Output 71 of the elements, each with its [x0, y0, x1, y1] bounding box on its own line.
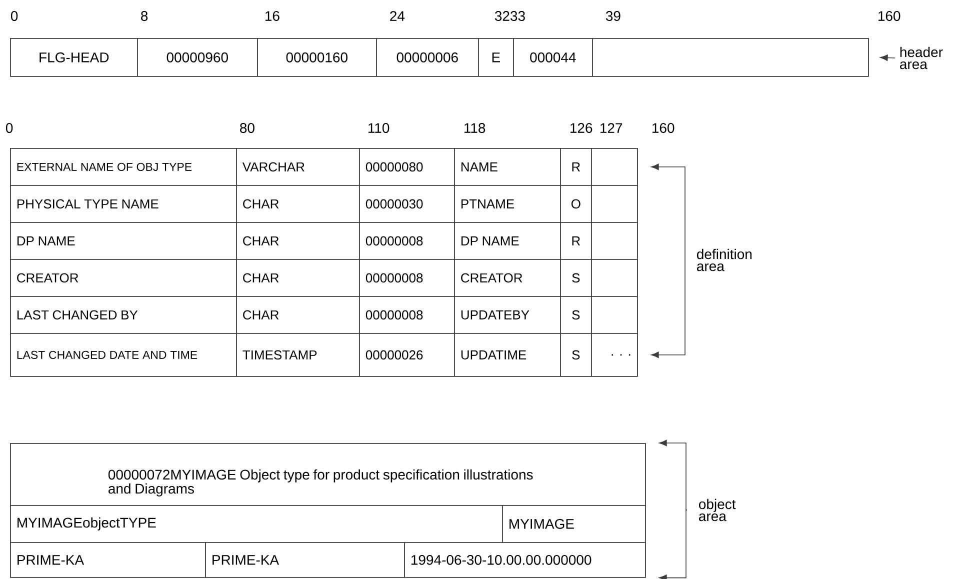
offset-label: 8 [141, 11, 148, 21]
table-cell: CREATOR [454, 259, 561, 297]
table-cell: S [560, 333, 592, 377]
offset-label: 0 [10, 11, 18, 21]
table-cell: 000044 [513, 38, 593, 77]
table-cell: DP NAME [454, 222, 561, 260]
empty-cell [592, 38, 869, 77]
table-cell: PHYSICAL TYPE NAME [10, 185, 237, 223]
offset-label: 3233 [494, 11, 525, 21]
empty-cell [591, 296, 638, 334]
offset-label: 126 [570, 123, 592, 133]
table-cell: EXTERNAL NAME OF OBJ TYPE [10, 148, 237, 186]
table-cell: 00000030 [359, 185, 455, 223]
table-cell: S [560, 259, 592, 297]
table-cell: CHAR [236, 185, 360, 223]
offset-label: 127 [600, 123, 622, 133]
bracket-arrow [651, 164, 686, 260]
empty-cell [591, 185, 638, 223]
offset-label: 160 [652, 123, 674, 133]
table-cell: DP NAME [10, 222, 237, 260]
table-cell: E [478, 38, 514, 77]
offset-label: 160 [878, 11, 900, 21]
offset-label: 0 [6, 123, 13, 133]
table-cell: CHAR [236, 222, 360, 260]
table-cell: 00000072MYIMAGE Object type for product specification illustrations and Diagrams [10, 443, 646, 506]
table-cell: PTNAME [454, 185, 561, 223]
table-cell: LAST CHANGED DATE AND TIME [10, 333, 237, 377]
table-cell: R [560, 148, 592, 186]
table-cell: CHAR [236, 259, 360, 297]
table-cell: UPDATEBY [454, 296, 561, 334]
table-cell: 00000080 [359, 148, 455, 186]
offset-label: 16 [265, 11, 280, 21]
table-cell: NAME [454, 148, 561, 186]
table-cell: O [560, 185, 592, 223]
area-label: header area [900, 46, 943, 70]
area-label: object area [699, 498, 736, 522]
bracket-arrow [659, 440, 688, 510]
bracket-arrow [651, 260, 686, 358]
table-cell: 00000008 [359, 296, 455, 334]
table-cell: MYIMAGEobjectTYPE [10, 505, 503, 543]
offset-label: 24 [390, 11, 405, 21]
table-cell: 1994-06-30-10.00.00.000000 [404, 542, 646, 578]
table-cell: 00000960 [137, 38, 258, 77]
table-cell: PRIME-KA [205, 542, 405, 578]
table-cell: 00000008 [359, 259, 455, 297]
offset-label: 80 [240, 123, 254, 133]
bracket-arrow [659, 510, 688, 579]
table-cell: 00000006 [376, 38, 479, 77]
table-cell: 00000026 [359, 333, 455, 377]
table-cell: TIMESTAMP [236, 333, 360, 377]
empty-cell [591, 148, 638, 186]
table-cell: LAST CHANGED BY [10, 296, 237, 334]
table-cell: 00000008 [359, 222, 455, 260]
table-cell: R [560, 222, 592, 260]
offset-label: 118 [464, 123, 486, 133]
offset-label: 39 [606, 11, 620, 21]
empty-cell [591, 222, 638, 260]
offset-label: 110 [368, 123, 390, 133]
table-cell: S [560, 296, 592, 334]
empty-cell [591, 259, 638, 297]
table-cell: CREATOR [10, 259, 237, 297]
table-cell: MYIMAGE [502, 505, 646, 543]
table-cell: FLG-HEAD [10, 38, 138, 77]
table-cell: UPDATIME [454, 333, 561, 377]
table-cell: VARCHAR [236, 148, 360, 186]
arrow [880, 54, 896, 61]
table-cell: . . . [591, 333, 638, 377]
area-label: definition area [697, 248, 752, 272]
table-cell: CHAR [236, 296, 360, 334]
table-cell: 00000160 [257, 38, 377, 77]
table-cell: PRIME-KA [10, 542, 206, 578]
